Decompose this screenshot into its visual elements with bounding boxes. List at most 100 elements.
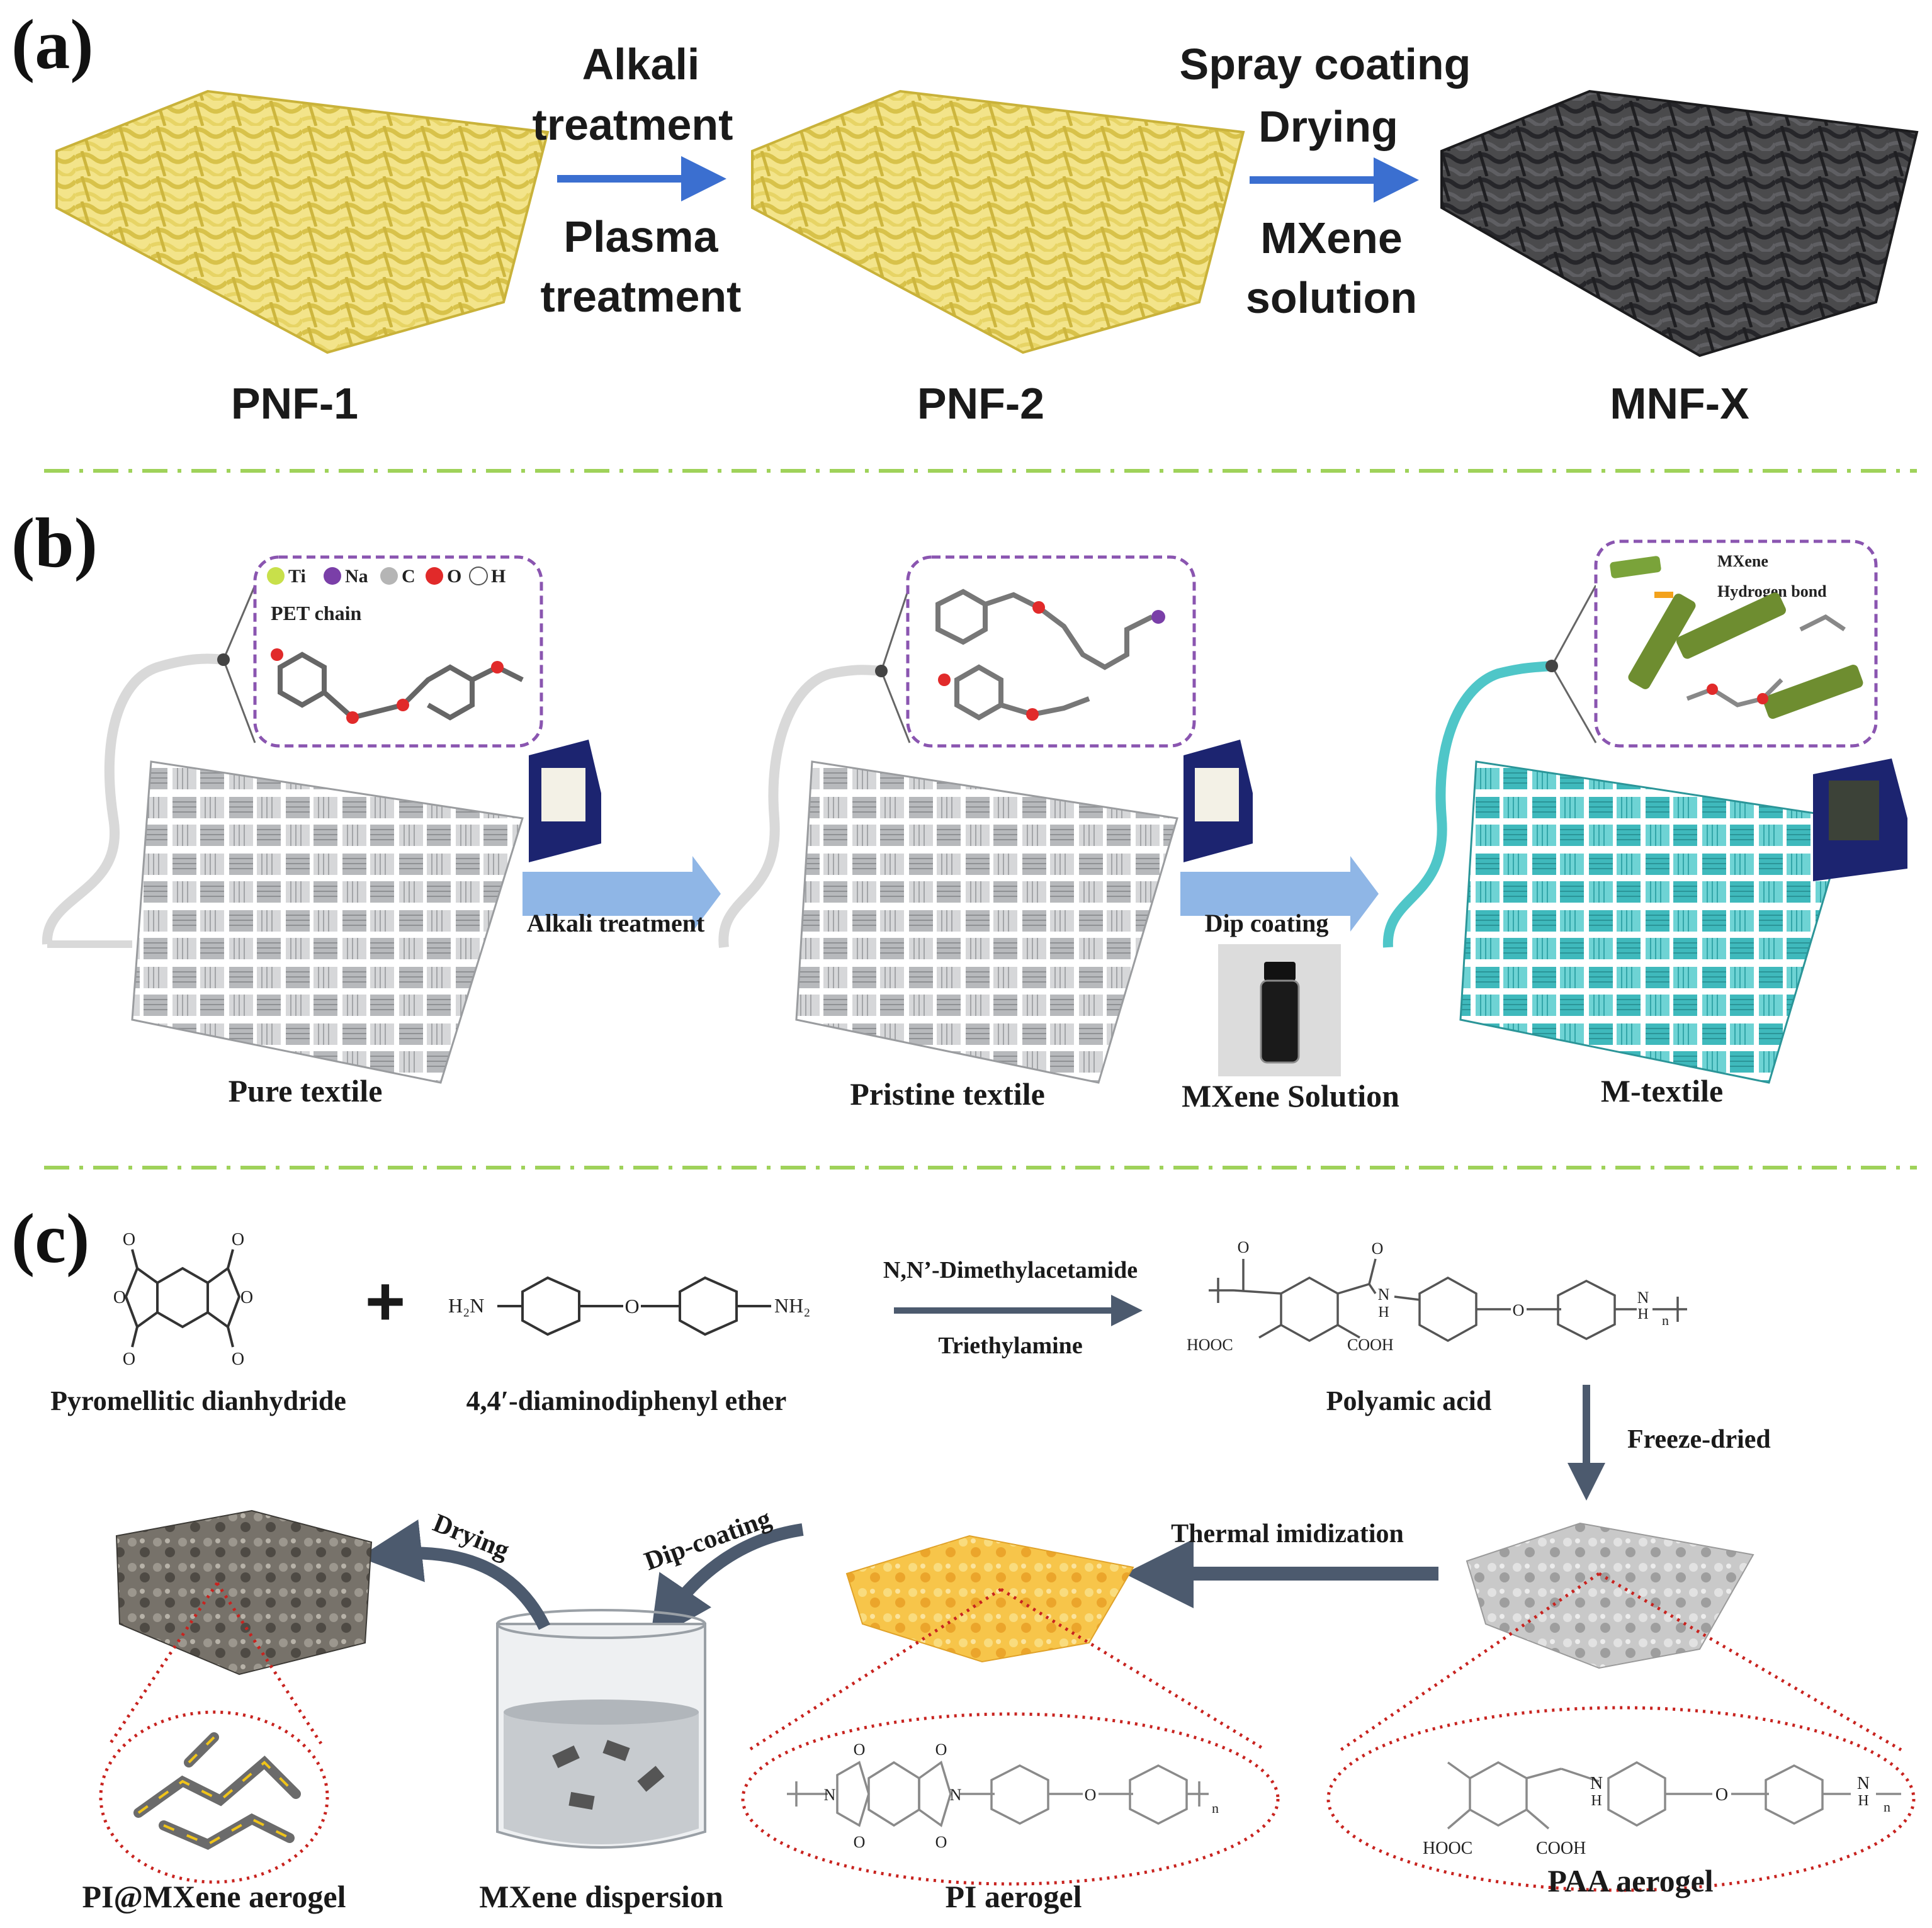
m-textile-photo (1813, 758, 1907, 881)
paa-zoom-h2: H (1858, 1793, 1868, 1809)
step1-bottom-line2: treatment (541, 272, 742, 321)
pi-o3: O (854, 1833, 866, 1851)
arrow-c-drying (359, 1519, 551, 1630)
polyamic-acid-structure (1209, 1258, 1687, 1343)
m-textile-zoom-box: MXene Hydrogen bond (1594, 539, 1878, 748)
label-paa-aerogel: PAA aerogel (1547, 1863, 1713, 1898)
paa-o1: O (1238, 1238, 1250, 1256)
paa-zoom-structure (1447, 1761, 1901, 1830)
step1-bottom-line1: Plasma (563, 212, 718, 261)
pet-chain-label: PET chain (271, 602, 362, 624)
label-pure-textile: Pure textile (229, 1073, 383, 1108)
step2-top-line2: Drying (1258, 102, 1398, 151)
pi-mxene-aerogel-block (115, 1509, 373, 1676)
arrow-b-alkali (523, 856, 721, 932)
pi-o1: O (854, 1740, 866, 1759)
pnf1-fiber-mat (55, 89, 550, 354)
paa-n2: N (1637, 1288, 1649, 1307)
paa-o2: O (1372, 1239, 1384, 1258)
paa-zoom-h1: H (1591, 1793, 1602, 1809)
label-pi-aerogel: PI aerogel (945, 1879, 1082, 1914)
legend-h: H (491, 566, 506, 587)
label-pristine-textile: Pristine textile (850, 1076, 1045, 1112)
paa-n-subscript: n (1662, 1312, 1669, 1328)
panel-c-letter: (c) (11, 1200, 89, 1278)
pi-zoom-structure (787, 1761, 1209, 1827)
freeze-dried-label: Freeze-dried (1627, 1425, 1771, 1454)
pmda-o2: O (232, 1230, 244, 1249)
oda-nh2: NH₂ (774, 1294, 810, 1317)
condition-tea: Triethylamine (938, 1333, 1082, 1359)
pmda-o3: O (113, 1288, 126, 1307)
paa-zoom-n1: N (1590, 1774, 1603, 1793)
pet-chain-zoom-box: Ti Na C O H PET chain (253, 555, 543, 748)
paa-o-bridge: O (1513, 1301, 1525, 1319)
arrow-b-alkali-label: Alkali treatment (527, 909, 705, 937)
legend-c: C (402, 566, 415, 587)
pi-n2: N (950, 1786, 962, 1804)
m-textile (1382, 585, 1849, 1084)
pmda-o5: O (123, 1350, 135, 1369)
label-mxene-dispersion: MXene dispersion (479, 1879, 723, 1914)
pmda-o4: O (240, 1288, 253, 1307)
legend-na: Na (345, 566, 368, 587)
pi-o4: O (935, 1833, 947, 1851)
oda-o: O (624, 1295, 639, 1317)
paa-zoom-lines (1326, 1572, 1916, 1892)
paa-cooh: COOH (1347, 1336, 1394, 1354)
paa-h2: H (1637, 1306, 1648, 1322)
pristine-zoom-box (906, 555, 1196, 748)
condition-dmac: N,N’-Dimethylacetamide (883, 1257, 1138, 1283)
pi-n1: N (824, 1786, 836, 1804)
legend-ti: Ti (288, 566, 306, 587)
plus-sign: + (365, 1263, 405, 1340)
step1-top-line1: Alkali (582, 40, 700, 89)
pmda-o1: O (123, 1230, 135, 1249)
mxene-dispersion-beaker (496, 1609, 706, 1849)
paa-zoom-o-bridge: O (1715, 1785, 1728, 1805)
label-oda: 4,4′-diaminodiphenyl ether (466, 1385, 787, 1416)
label-pmda: Pyromellitic dianhydride (50, 1385, 346, 1416)
panel-b-letter: (b) (11, 504, 98, 582)
pi-o2: O (935, 1740, 947, 1759)
paa-zoom-n-subscript: n (1884, 1799, 1890, 1815)
pi-n-subscript: n (1212, 1800, 1219, 1816)
pi-o-bridge: O (1085, 1786, 1097, 1804)
paa-h1: H (1378, 1304, 1389, 1321)
mnfx-fiber-mat (1440, 89, 1919, 358)
arrow-c-dip (650, 1523, 804, 1642)
legend-o: O (447, 566, 461, 587)
step1-top-line2: treatment (533, 100, 733, 149)
label-mnfx: MNF-X (1610, 379, 1749, 428)
pristine-textile (718, 585, 1178, 1084)
step2-bottom-line1: MXene (1260, 213, 1403, 262)
step2-bottom-line2: solution (1246, 273, 1417, 322)
pi-zoom-lines (741, 1587, 1280, 1886)
pure-textile-photo (529, 740, 601, 862)
mxene-solution-vial-photo (1218, 944, 1341, 1076)
thermal-imidization-label: Thermal imidization (1171, 1519, 1404, 1548)
pnf2-fiber-mat (751, 89, 1245, 354)
paa-hooc: HOOC (1187, 1336, 1233, 1354)
paa-aerogel-block (1466, 1522, 1754, 1669)
step2-top-line1: Spray coating (1180, 40, 1471, 89)
pi-mxene-zoom-lines (99, 1582, 329, 1884)
panel-a-letter: (a) (11, 6, 94, 84)
pyromellitic-dianhydride-structure (124, 1249, 241, 1348)
label-pnf2: PNF-2 (917, 379, 1044, 428)
label-mxene-solution: MXene Solution (1182, 1078, 1399, 1113)
arrow-b-dip-label: Dip coating (1205, 909, 1329, 937)
oda-structure (497, 1276, 771, 1336)
arrow-b-dip (1180, 856, 1379, 932)
label-pi-mxene-aerogel: PI@MXene aerogel (82, 1879, 346, 1914)
pmda-o6: O (232, 1350, 244, 1369)
pristine-textile-photo (1183, 740, 1253, 862)
pure-textile (42, 585, 524, 1084)
paa-n1: N (1378, 1285, 1390, 1304)
paa-zoom-n2: N (1857, 1774, 1870, 1793)
label-m-textile: M-textile (1601, 1073, 1723, 1108)
paa-zoom-hooc: HOOC (1423, 1839, 1472, 1858)
label-polyamic-acid: Polyamic acid (1326, 1385, 1492, 1416)
